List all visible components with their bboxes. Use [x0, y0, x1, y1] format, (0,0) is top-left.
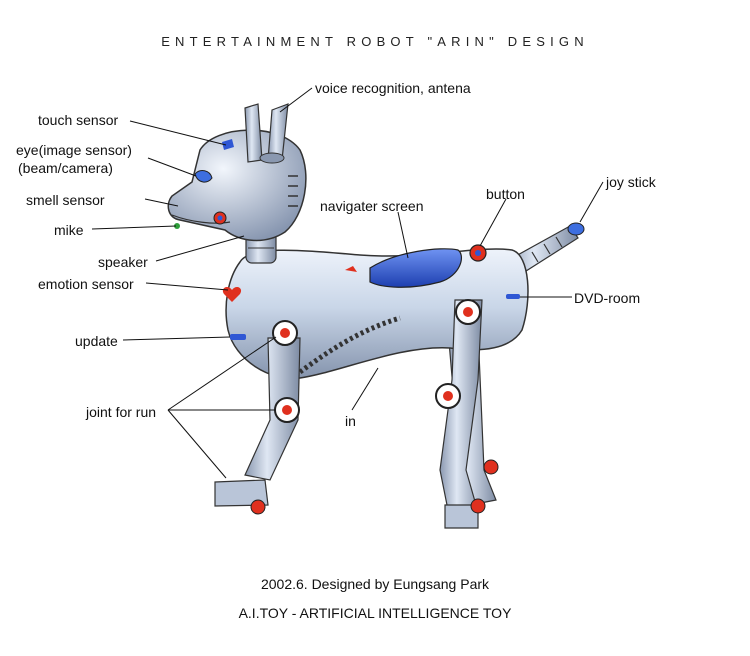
label-speaker: speaker — [98, 254, 148, 270]
diagram-title: ENTERTAINMENT ROBOT "ARIN" DESIGN — [161, 34, 589, 49]
label-eye-sensor: eye(image sensor) — [16, 142, 132, 158]
joint-front-upper — [272, 320, 298, 346]
label-update: update — [75, 333, 118, 349]
robot-head — [167, 103, 307, 242]
back-leg-near — [439, 299, 486, 529]
label-touch-sensor: touch sensor — [38, 112, 119, 128]
joint-back-lower — [435, 383, 461, 409]
front-leg-near — [214, 337, 301, 515]
label-in: in — [345, 413, 356, 429]
joint-back-upper — [455, 299, 481, 325]
label-dvd-room: DVD-room — [574, 290, 641, 306]
label-voice-recognition: voice recognition, antena — [315, 80, 471, 96]
joint-front-lower — [274, 397, 300, 423]
label-eye-beam-camera: (beam/camera) — [18, 160, 113, 176]
label-button: button — [486, 186, 525, 202]
leader-lines — [91, 87, 604, 479]
designer-credit: 2002.6. Designed by Eungsang Park — [260, 576, 490, 592]
label-joy-stick: joy stick — [606, 174, 656, 190]
label-navigator-screen: navigater screen — [320, 198, 424, 214]
label-joint-for-run: joint for run — [86, 404, 157, 420]
subtitle: A.I.TOY - ARTIFICIAL INTELLIGENCE TOY — [238, 605, 512, 621]
label-smell-sensor: smell sensor — [26, 192, 105, 208]
label-mike: mike — [54, 222, 84, 238]
label-emotion-sensor: emotion sensor — [38, 276, 134, 292]
robot-body — [222, 244, 529, 380]
